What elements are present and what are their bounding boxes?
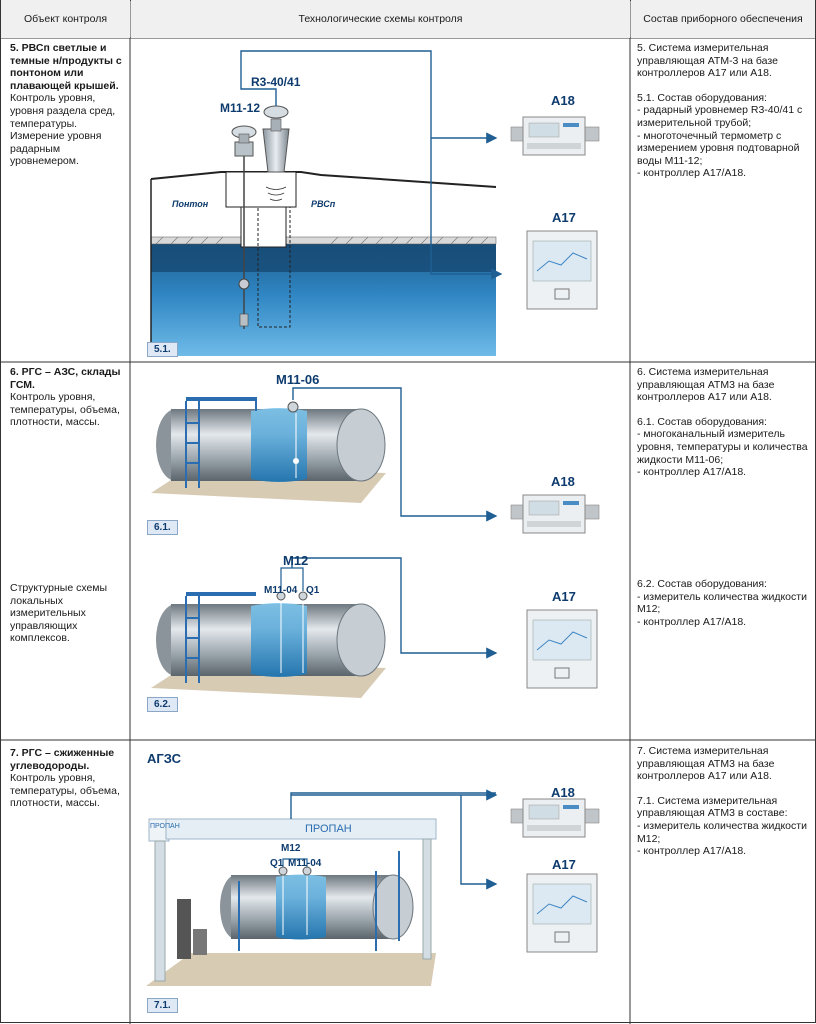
label-m11-04: М11-04 <box>288 858 322 869</box>
a17-controller <box>526 609 598 689</box>
scheme-label-6-2: 6.2. <box>147 697 178 712</box>
scheme-5-1-drawing <box>150 50 600 356</box>
row6-object-note: Структурные схемы локальных измерительны… <box>10 582 108 645</box>
ponton-deck <box>150 236 497 245</box>
a18-controller <box>510 798 600 838</box>
row5-equip-item: - контроллер А17/А18. <box>637 167 747 180</box>
label-a17: А17 <box>552 857 576 872</box>
tank-6-2 <box>151 591 386 698</box>
scheme-7-1-drawing <box>146 789 600 986</box>
label-m12: М12 <box>281 843 301 854</box>
row6-object-desc: Контроль уровня, температуры, объема, пл… <box>10 391 120 429</box>
tank-roof <box>150 171 497 188</box>
a17-controller <box>526 873 598 953</box>
row6-equip-item: - измеритель количества жидкости М12; <box>637 590 807 616</box>
header-equipment: Состав приборного обеспечения <box>631 0 815 38</box>
row6-equipment-2: 6.2. Состав оборудования: - измеритель к… <box>637 578 809 628</box>
row5-equip-p2: 5.1. Состав оборудования: <box>637 91 767 104</box>
row6-equip-item: - контроллер А17/А18. <box>637 615 747 628</box>
row5-object: 5. РВСп светлые и темные н/продукты с по… <box>10 42 125 168</box>
label-q1: Q1 <box>306 585 320 596</box>
measuring-tube <box>257 206 291 328</box>
canopy <box>165 818 437 840</box>
row7-equip-item: - контроллер А17/А18. <box>637 845 747 858</box>
row6-equip-p3: 6.2. Состав оборудования: <box>637 578 767 590</box>
row7-equipment: 7. Система измерительная управляющая АТМ… <box>637 745 809 858</box>
row6-object: 6. РГС – АЗС, склады ГСМ. Контроль уровн… <box>10 366 125 429</box>
header-schemes: Технологические схемы контроля <box>131 0 630 38</box>
station-base <box>146 953 436 986</box>
row5-object-title: 5. РВСп светлые и темные н/продукты с по… <box>10 42 122 92</box>
row7-object-desc: Контроль уровня, температуры, объема, пл… <box>10 772 120 810</box>
row6-equipment: 6. Система измерительная управляющая АТМ… <box>637 366 809 479</box>
row7-equip-p1: 7. Система измерительная управляющая АТМ… <box>637 745 775 783</box>
row5-object-desc: Контроль уровня, уровня раздела сред, те… <box>10 92 116 168</box>
canopy-side-label: ПРОПАН <box>150 823 180 830</box>
row6-equip-p1: 6. Система измерительная управляющая АТМ… <box>637 366 775 404</box>
scheme-label-6-1: 6.1. <box>147 520 178 535</box>
a18-controller <box>510 116 600 156</box>
label-m11-04: М11-04 <box>264 585 298 596</box>
label-ponton: Понтон <box>172 199 209 209</box>
row5-equip-item: - многоточечный термометр с измерением у… <box>637 129 800 167</box>
radar-cone <box>262 128 290 173</box>
row6-equip-p2: 6.1. Состав оборудования: <box>637 415 767 428</box>
label-tank: РВСп <box>311 199 336 209</box>
header-object: Объект контроля <box>1 0 130 38</box>
row7-object: 7. РГС – сжиженные углеводороды. Контрол… <box>10 747 125 810</box>
scheme-label-5-1: 5.1. <box>147 342 178 357</box>
canopy-label: ПРОПАН <box>305 823 352 835</box>
label-radar: R3-40/41 <box>251 75 301 89</box>
row7-equip-item: - измеритель количества жидкости М12; <box>637 819 807 845</box>
signal-line-a17 <box>240 50 496 275</box>
label-a17: А17 <box>552 589 576 604</box>
label-station: АГЗС <box>147 751 181 766</box>
scheme-label-7-1: 7.1. <box>147 998 178 1013</box>
label-a18: А18 <box>551 474 575 489</box>
a18-controller <box>510 494 600 534</box>
probe-head <box>234 141 254 157</box>
row5-equip-item: - радарный уровнемер R3-40/41 с измерите… <box>637 104 803 129</box>
row6-equip-item: - многоканальный измеритель уровня, темп… <box>637 428 808 466</box>
label-m11-06: М11-06 <box>276 372 320 387</box>
label-probe-m11-12: М11-12 <box>220 101 261 115</box>
row5-equipment: 5. Система измерительная управляющая АТМ… <box>637 42 809 180</box>
row7-object-title: 7. РГС – сжиженные углеводороды. <box>10 747 115 772</box>
label-a18: А18 <box>551 785 575 800</box>
row5-equip-p1: 5. Система измерительная управляющая АТМ… <box>637 42 778 80</box>
a17-controller <box>526 230 598 310</box>
row6-equip-item: - контроллер А17/А18. <box>637 466 747 479</box>
scheme-6-drawing <box>151 387 600 698</box>
row7-equip-p2: 7.1. Система измерительная управляющая А… <box>637 794 788 820</box>
row6-object-title: 6. РГС – АЗС, склады ГСМ. <box>10 366 121 391</box>
tank-6-1 <box>151 397 386 503</box>
label-q1: Q1 <box>270 858 284 869</box>
label-a18: А18 <box>551 93 575 108</box>
label-m12: М12 <box>283 553 309 568</box>
label-a17: А17 <box>552 210 576 225</box>
